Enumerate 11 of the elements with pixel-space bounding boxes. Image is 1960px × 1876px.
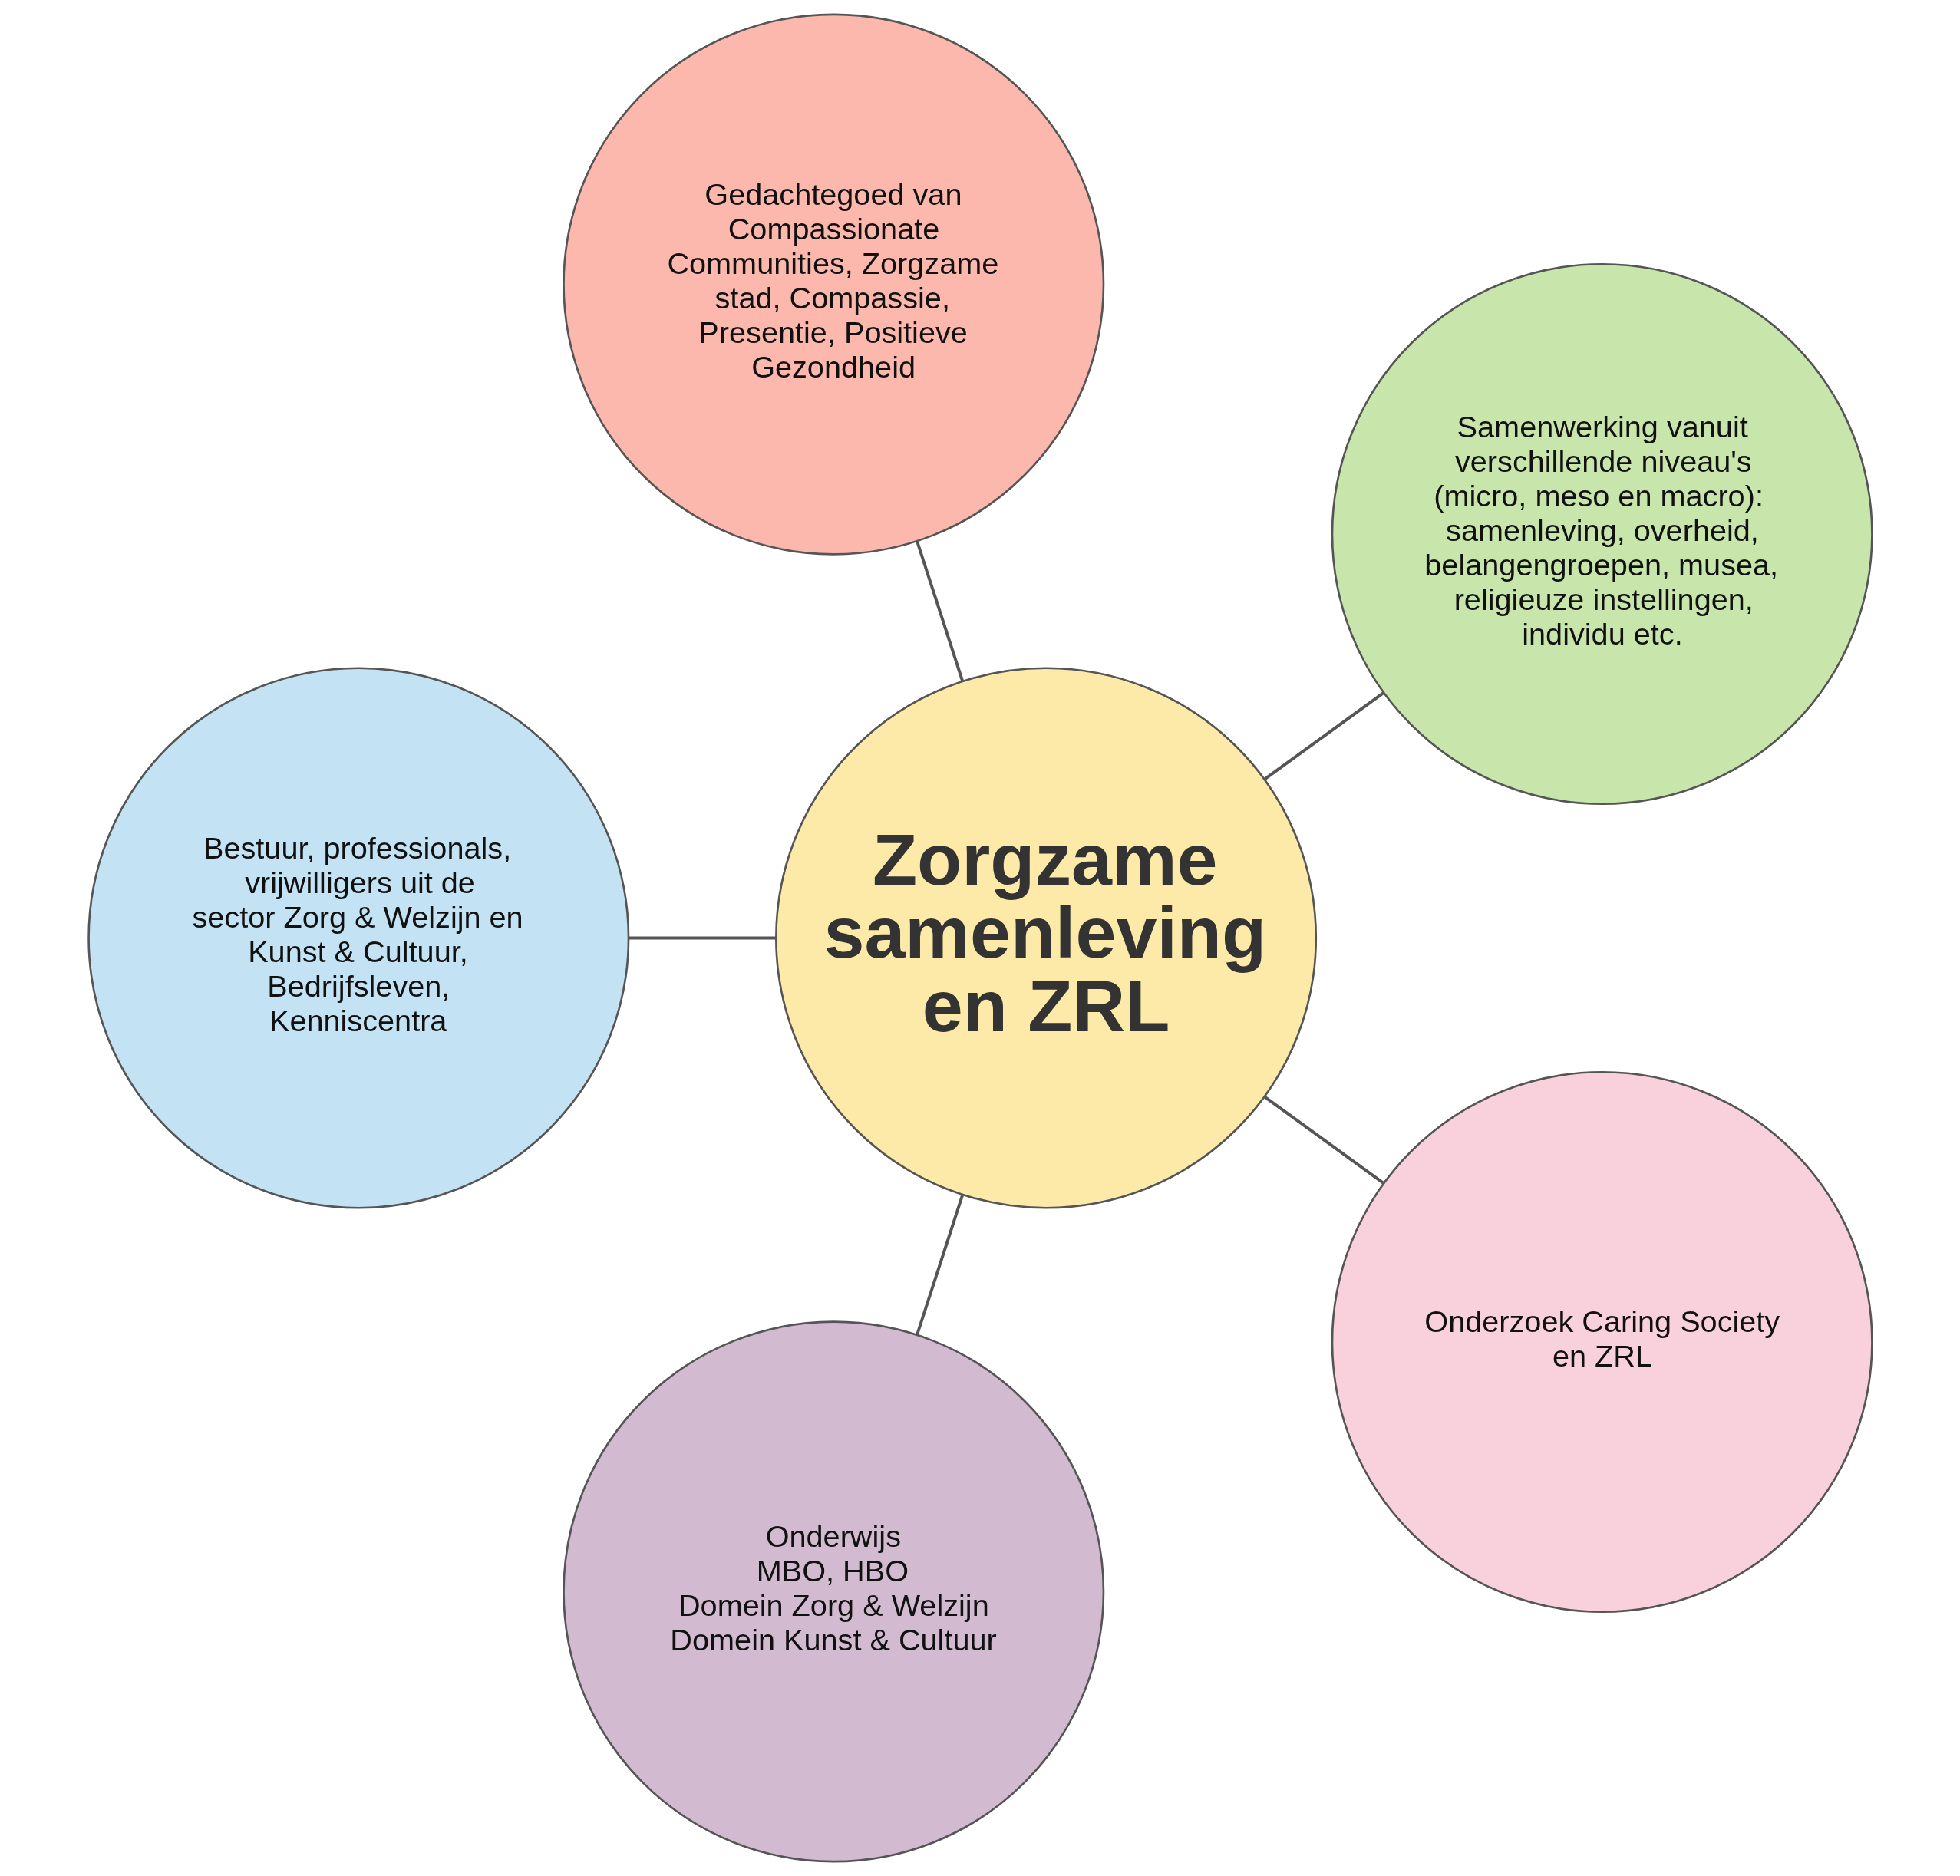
connector: [1263, 1096, 1384, 1185]
node-circle: Onderwijs MBO, HBO Domein Zorg & Welzijn Domein Kunst & Cultuur: [562, 1320, 1104, 1863]
connector: [915, 1195, 964, 1335]
node-circle: Zorgzame samenleving en ZRL: [774, 667, 1317, 1209]
connector: [1263, 691, 1384, 780]
node-circle: Gedachtegoed van Compassionate Communities, Zorgzame stad, Compassie, Presentie, Positieve Gezondheid: [562, 13, 1104, 556]
node-circle: Onderzoek Caring Society en ZRL: [1331, 1070, 1873, 1614]
node-circle: Samenwerking vanuit verschillende niveau's (micro, meso en macro): samenleving, overheid, belangengroepen, musea, religieuze instellingen, individu etc.: [1331, 262, 1873, 806]
connector: [915, 541, 964, 681]
node-circle: Bestuur, professionals, vrijwilligers uit de sector Zorg & Welzijn en Kunst & Cultuur, Bedrijfsleven, Kenniscentra: [87, 667, 629, 1209]
connector: [629, 936, 775, 940]
